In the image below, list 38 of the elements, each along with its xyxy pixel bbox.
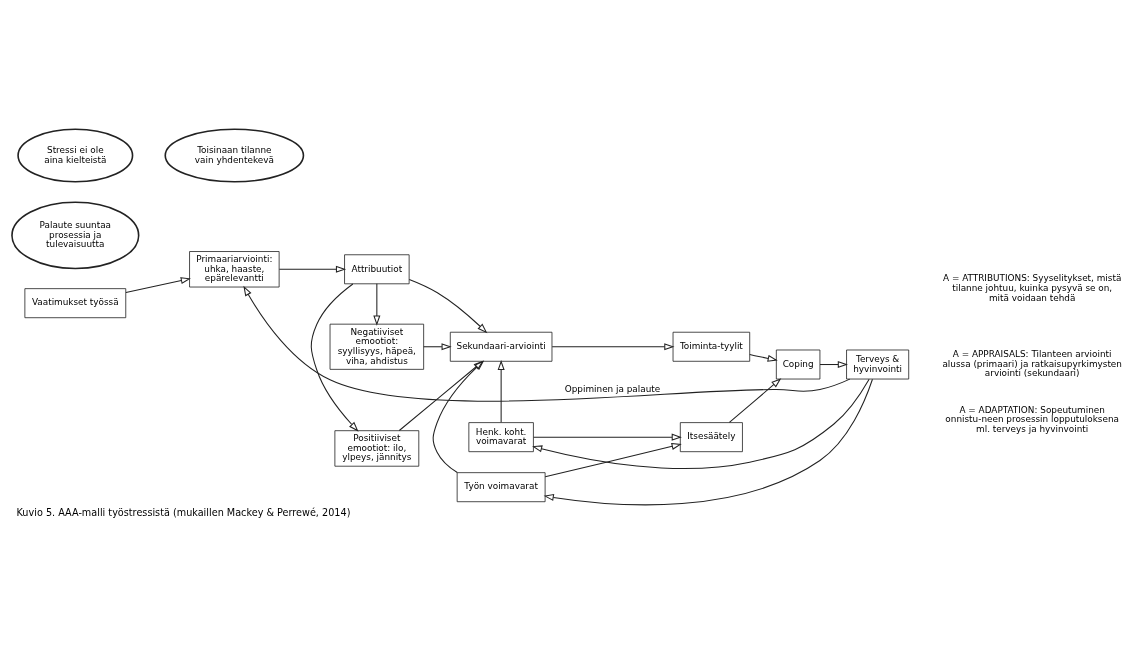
arrow [819, 360, 848, 369]
node-box: Itsesäätely [679, 422, 743, 453]
node-box: Primaariarviointi: uhka, haaste, epärelevantti [189, 251, 280, 288]
arrow [243, 285, 851, 402]
node-box: Coping [775, 349, 821, 380]
node-box: Negatiiviset emootiot: syyllisyys, häpeä, viha, ahdistus [329, 323, 425, 370]
caption: Kuvio 5. AAA-malli työstressistä (mukaillen Mackey & Perrewé, 2014) [16, 506, 351, 518]
node-box: Työn voimavarat [456, 472, 546, 503]
arrow [278, 265, 347, 273]
arrow [532, 378, 870, 469]
arrow [125, 277, 191, 293]
arrow [423, 343, 452, 351]
arrow [749, 354, 778, 362]
node-ellipse: Palaute suuntaa prosessia ja tulevaisuutta [11, 201, 140, 270]
arrow [543, 378, 873, 506]
arrow [408, 278, 488, 334]
edge-label: Oppiminen ja palaute [564, 383, 661, 394]
arrow [728, 378, 782, 423]
node-box: Toiminta-tyylit [672, 331, 751, 362]
arrow [373, 283, 381, 326]
label: A = APPRAISALS: Tilanteen arviointi alussa (primaari) ja ratkaisupyrkimysten arviointi (sekundaari) [942, 349, 1122, 379]
node-box: Attribuutiot [344, 254, 410, 285]
node-box: Sekundaari-arviointi [449, 331, 553, 362]
arrow [533, 433, 682, 441]
node-box: Vaatimukset työssä [24, 288, 127, 319]
arrow [544, 442, 682, 478]
arrow [551, 343, 675, 351]
node-box: Henk. koht. voimavarat [468, 422, 534, 453]
label: A = ATTRIBUTIONS: Syyselitykset, mistä tilanne johtuu, kuinka pysyvä se on, mitä voidaan tehdä [943, 273, 1122, 303]
arrow [497, 359, 505, 423]
label: A = ADAPTATION: Sopeutuminen onnistu-neen prosessin lopputuloksena ml. terveys ja hyvinvointi [945, 404, 1119, 435]
arrow [432, 360, 485, 474]
node-ellipse: Toisinaan tilanne vain yhdentekevä [164, 128, 305, 183]
node-box: Terveys & hyvinvointi [846, 349, 910, 380]
arrow [310, 283, 359, 432]
node-box: Positiiviset emootiot: ilo, ylpeys, jännitys [334, 430, 420, 467]
arrow [398, 360, 484, 432]
node-ellipse: Stressi ei ole aina kielteistä [17, 128, 134, 183]
